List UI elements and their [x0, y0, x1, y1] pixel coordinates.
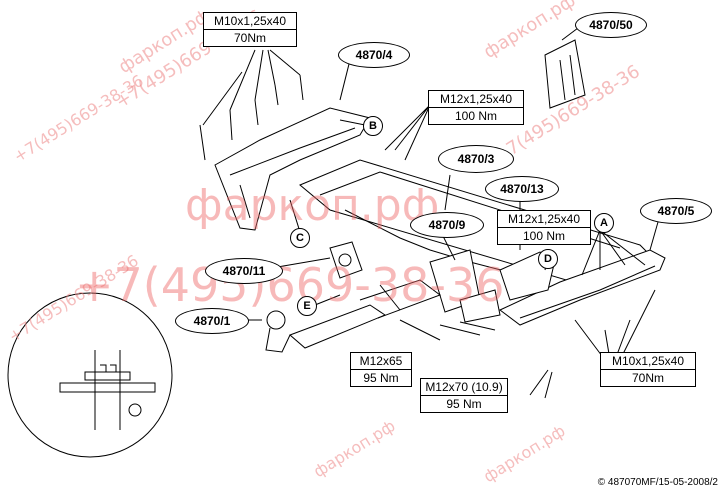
- point-b: B: [363, 116, 383, 136]
- torque-box-m12-right: M12x1,25x40 100 Nm: [497, 210, 591, 245]
- torque-box-m12x70: M12x70 (10.9) 95 Nm: [420, 378, 508, 413]
- torque-box-m10-bottom: M10x1,25x40 70Nm: [600, 352, 696, 387]
- point-d: D: [538, 249, 558, 269]
- part-label-4870-9: 4870/9: [410, 212, 484, 238]
- part-label-4870-4: 4870/4: [338, 42, 410, 68]
- bolt-spec: M12x1,25x40: [429, 91, 523, 108]
- bolt-spec: M12x65: [351, 353, 411, 370]
- bolt-torque: 100 Nm: [522, 229, 566, 243]
- bolt-torque: 70Nm: [631, 371, 664, 385]
- torque-box-m12-top: M12x1,25x40 100 Nm: [428, 90, 524, 125]
- bolt-spec: M10x1,25x40: [601, 353, 695, 370]
- part-label-4870-50: 4870/50: [575, 12, 647, 38]
- point-a: A: [594, 213, 614, 233]
- bolt-torque: 95 Nm: [446, 397, 482, 411]
- bolt-spec: M10x1,25x40: [204, 13, 296, 30]
- copyright-note: © 487070MF/15-05-2008/2: [597, 477, 718, 488]
- part-label-4870-1: 4870/1: [175, 308, 249, 334]
- part-label-4870-13: 4870/13: [485, 176, 559, 202]
- bolt-spec: M12x1,25x40: [498, 211, 590, 228]
- bolt-torque: 70Nm: [233, 31, 266, 45]
- part-label-4870-3: 4870/3: [438, 145, 514, 173]
- bolt-spec: M12x70 (10.9): [421, 379, 507, 396]
- point-c: C: [290, 228, 310, 248]
- torque-box-m12x65: M12x65 95 Nm: [350, 352, 412, 387]
- bolt-torque: 100 Nm: [454, 109, 498, 123]
- part-label-4870-5: 4870/5: [640, 198, 712, 224]
- torque-box-m10-top: M10x1,25x40 70Nm: [203, 12, 297, 47]
- bolt-torque: 95 Nm: [363, 371, 399, 385]
- point-e: E: [297, 296, 317, 316]
- part-label-4870-11: 4870/11: [205, 258, 283, 284]
